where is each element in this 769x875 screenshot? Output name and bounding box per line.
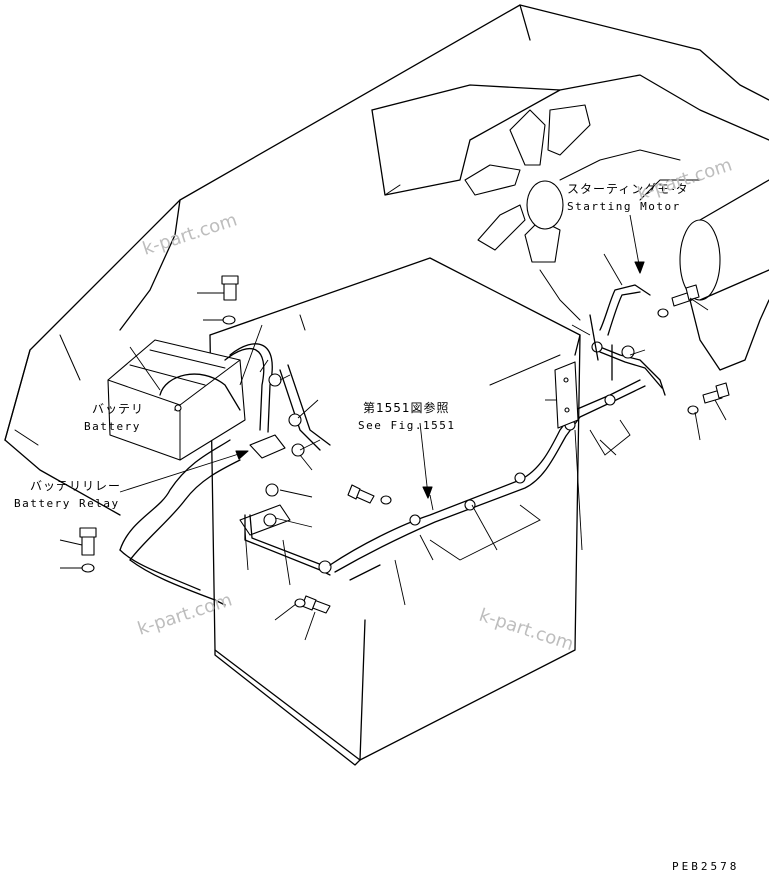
main-harness	[329, 379, 646, 581]
cooling-fan	[464, 104, 681, 321]
label-see-fig-jp: 第1551図参照	[363, 400, 450, 415]
label-arrows	[119, 214, 645, 499]
washer-bottom	[294, 598, 306, 608]
label-battery-jp: バッテリ	[92, 402, 144, 416]
battery	[107, 339, 246, 461]
washer-starter	[657, 308, 669, 318]
cable-clamps	[244, 373, 332, 576]
tank-box	[209, 257, 581, 766]
label-battery-relay-jp: バッテリリレー	[30, 479, 121, 493]
watermark-1: k-part.com	[140, 209, 240, 259]
label-starting-motor-en: Starting Motor	[567, 200, 681, 213]
label-starting-motor-jp: スターティングモ-タ	[567, 182, 689, 196]
watermark-2: k-part.com	[635, 154, 735, 204]
washer-center	[380, 495, 392, 505]
leader-lines	[59, 253, 727, 641]
washer-left-lower	[81, 563, 95, 573]
frame-outline	[4, 4, 769, 516]
starting-motor-wiring	[589, 284, 666, 396]
figure-code: PEB2578	[672, 860, 739, 873]
bolt-center	[347, 484, 375, 504]
watermark-4: k-part.com	[476, 605, 576, 655]
bolt-left-lower	[79, 527, 97, 556]
washer-right	[687, 405, 699, 415]
label-battery-en: Battery	[84, 420, 141, 433]
engine-hood	[371, 74, 769, 196]
bolt-bottom	[301, 595, 331, 614]
label-see-fig-en: See Fig.1551	[358, 419, 455, 432]
bolt-top-left	[221, 275, 239, 301]
engine-block	[639, 179, 769, 371]
bolt-starter	[671, 284, 700, 307]
washer-top-left	[222, 315, 236, 325]
bolt-right	[702, 382, 730, 404]
group-brackets	[429, 419, 631, 561]
harness-bracket	[554, 361, 579, 429]
label-battery-relay-en: Battery Relay	[14, 497, 120, 510]
watermark-3: k-part.com	[135, 589, 235, 639]
